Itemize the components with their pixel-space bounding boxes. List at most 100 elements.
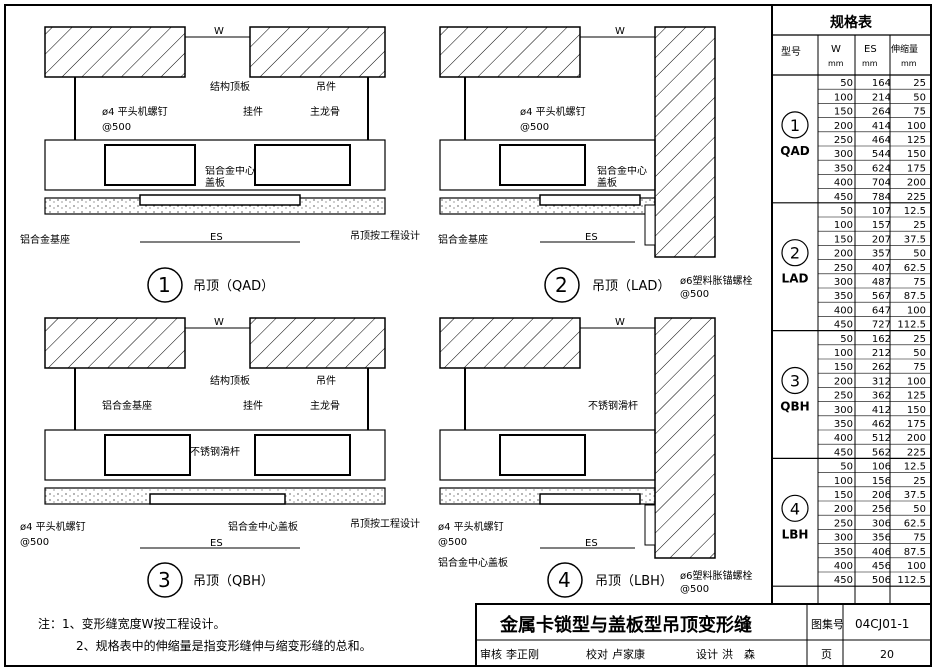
- table-cell: 400: [834, 305, 853, 316]
- table-cell: 400: [834, 178, 853, 189]
- label-screw-spacing: @500: [438, 537, 467, 548]
- label-cover: 铝合金中心盖板: [597, 166, 647, 189]
- note-1: 注：1、变形缝宽度W按工程设计。: [38, 616, 226, 631]
- table-cell: 25: [913, 334, 926, 345]
- review-label: 审核: [480, 647, 502, 661]
- detail-caption-1: 吊顶（QAD）: [193, 279, 274, 294]
- unit-es: mm: [862, 59, 878, 68]
- group-number-circle: [781, 111, 809, 139]
- note-2: 2、规格表中的伸缩量是指变形缝伸与缩变形缝的总和。: [76, 638, 372, 653]
- label-pendant: 挂件: [243, 399, 263, 412]
- table-cell: 112.5: [897, 320, 926, 331]
- table-cell: 87.5: [904, 547, 926, 558]
- atlas-label: 图集号: [811, 617, 844, 631]
- table-cell: 50: [913, 348, 926, 359]
- label-ceiling: 吊顶按工程设计: [350, 519, 420, 530]
- table-cell: 107: [872, 206, 891, 217]
- label-screw: ø4 平头机螺钉: [438, 520, 504, 533]
- unit-w: mm: [828, 59, 844, 68]
- table-cell: 350: [834, 291, 853, 302]
- table-cell: 406: [872, 547, 891, 558]
- table-cell: 50: [913, 504, 926, 515]
- detail-number-2: 2: [555, 273, 568, 297]
- label-rod: 不锈钢滑杆: [588, 399, 638, 412]
- table-cell: 175: [907, 419, 926, 430]
- table-cell: 647: [872, 305, 891, 316]
- table-cell: 624: [872, 163, 891, 174]
- table-cell: 100: [907, 561, 926, 572]
- table-cell: 450: [834, 192, 853, 203]
- label-screw-spacing: @500: [520, 122, 549, 133]
- detail-4-lbh: W ES 不锈钢滑杆 ø4 平头机螺钉 @500 铝合金中心盖板 ø6塑料胀锚螺…: [438, 317, 752, 598]
- table-cell: 704: [872, 178, 891, 189]
- table-cell: 506: [872, 575, 891, 586]
- table-cell: 50: [840, 334, 853, 345]
- group-model: LAD: [782, 272, 809, 286]
- label-screw-spacing: @500: [20, 537, 49, 548]
- table-cell: 25: [913, 220, 926, 231]
- table-cell: 250: [834, 391, 853, 402]
- table-cell: 200: [834, 504, 853, 515]
- table-cell: 37.5: [904, 234, 926, 245]
- header-model: 型号: [781, 45, 801, 58]
- table-cell: 12.5: [904, 206, 926, 217]
- label-main-keel: 主龙骨: [310, 105, 340, 118]
- table-cell: 207: [872, 234, 891, 245]
- table-cell: 87.5: [904, 291, 926, 302]
- concrete-slab-right: [249, 26, 386, 78]
- table-cell: 50: [840, 206, 853, 217]
- table-cell: 150: [834, 107, 853, 118]
- table-cell: 212: [872, 348, 891, 359]
- table-cell: 50: [840, 78, 853, 89]
- group-number: 2: [790, 244, 800, 263]
- table-cell: 200: [834, 376, 853, 387]
- table-cell: 150: [834, 362, 853, 373]
- table-cell: 300: [834, 405, 853, 416]
- table-cell: 75: [913, 533, 926, 544]
- table-cell: 200: [907, 433, 926, 444]
- detail-caption-2: 吊顶（LAD）: [592, 279, 670, 294]
- w-label: W: [615, 26, 625, 37]
- table-cell: 156: [872, 476, 891, 487]
- table-cell: 300: [834, 533, 853, 544]
- table-cell: 75: [913, 277, 926, 288]
- table-cell: 100: [907, 121, 926, 132]
- table-cell: 100: [907, 305, 926, 316]
- table-cell: 784: [872, 192, 891, 203]
- table-cell: 150: [834, 490, 853, 501]
- w-label: W: [615, 317, 625, 328]
- table-cell: 407: [872, 263, 891, 274]
- table-cell: 157: [872, 220, 891, 231]
- table-cell: 464: [872, 135, 891, 146]
- label-hanger: 吊件: [316, 81, 336, 93]
- table-cell: 357: [872, 249, 891, 260]
- table-cell: 62.5: [904, 518, 926, 529]
- table-cell: 562: [872, 447, 891, 458]
- page-label: 页: [821, 648, 832, 661]
- w-label: W: [214, 317, 224, 328]
- table-cell: 512: [872, 433, 891, 444]
- table-cell: 150: [907, 405, 926, 416]
- detail-number-4: 4: [558, 568, 571, 592]
- table-cell: 25: [913, 78, 926, 89]
- table-cell: 206: [872, 490, 891, 501]
- label-base: 铝合金基座: [102, 399, 152, 412]
- table-cell: 250: [834, 518, 853, 529]
- table-cell: 487: [872, 277, 891, 288]
- table-cell: 350: [834, 163, 853, 174]
- table-cell: 300: [834, 149, 853, 160]
- table-cell: 162: [872, 334, 891, 345]
- table-cell: 100: [834, 92, 853, 103]
- header-es: ES: [864, 44, 877, 55]
- group-model: QAD: [780, 144, 809, 158]
- title-block: 金属卡锁型与盖板型吊顶变形缝 图集号 04CJ01-1 页 20 审核 李正刚 …: [475, 603, 932, 667]
- label-screw-spacing: @500: [102, 122, 131, 133]
- table-cell: 112.5: [897, 575, 926, 586]
- table-cell: 100: [834, 476, 853, 487]
- table-cell: 312: [872, 376, 891, 387]
- table-cell: 356: [872, 533, 891, 544]
- label-anchor: ø6塑料胀锚螺栓 @500: [680, 276, 753, 300]
- es-label: ES: [585, 232, 598, 243]
- table-cell: 300: [834, 277, 853, 288]
- table-cell: 400: [834, 433, 853, 444]
